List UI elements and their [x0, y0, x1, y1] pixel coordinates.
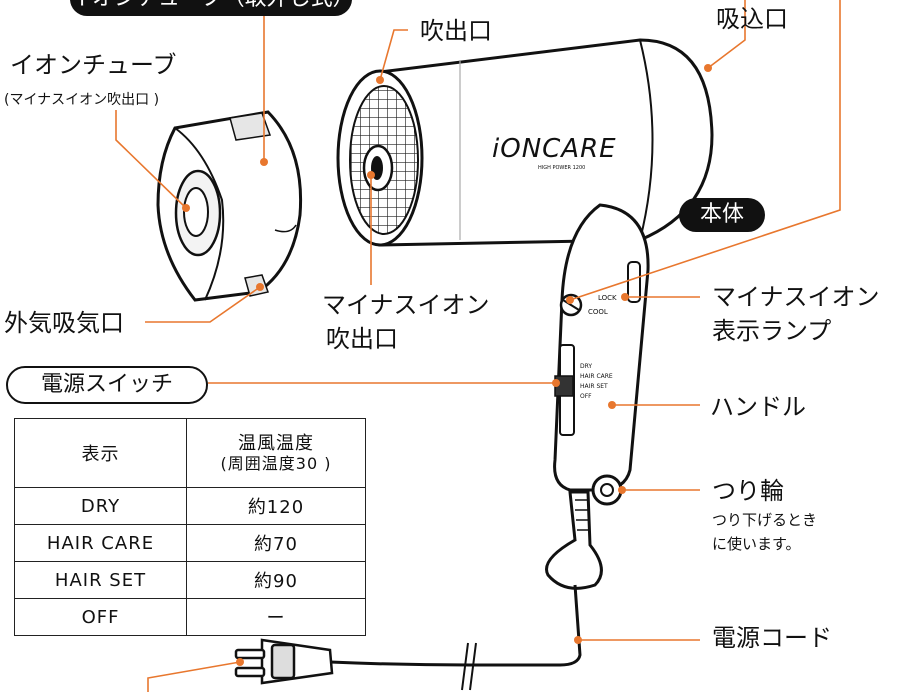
ion-tube-title-badge: イオンチューブ（取外し式） — [70, 0, 355, 16]
temp-cell: 約90 — [186, 561, 366, 599]
mode-cell: DRY — [14, 487, 187, 525]
handle-label: ハンドル — [710, 393, 806, 421]
power-cord — [329, 584, 582, 691]
temp-cell: 約70 — [186, 524, 366, 562]
brand-logo: iONCARE — [492, 134, 617, 164]
temperature-table: 表示 温風温度 (周囲温度30 ) DRY 約120 HAIR CARE 約70… — [14, 418, 366, 636]
leader-lines — [115, 0, 841, 692]
ion-tube — [156, 110, 303, 302]
mode-cell: OFF — [14, 598, 187, 636]
temp-cell: 約120 — [186, 487, 366, 525]
table-row: DRY 約120 — [14, 487, 366, 525]
leader-dots — [182, 64, 712, 666]
mode-cell: HAIR SET — [14, 561, 187, 599]
switch-lock-label: LOCK — [598, 294, 617, 302]
hanging-note-2: に使います。 — [712, 535, 801, 553]
mode-off-label: OFF — [580, 393, 592, 400]
header-temp-line-1: 温風温度 — [238, 432, 314, 454]
ion-tube-label: イオンチューブ — [10, 51, 177, 79]
power-cord-label: 電源コード — [712, 624, 832, 652]
ion-lamp-label-1: マイナスイオン — [712, 283, 880, 311]
switch-cool-label: COOL — [588, 308, 608, 316]
mode-hair-set-label: HAIR SET — [580, 383, 608, 390]
brand-subtitle: HIGH POWER 1200 — [538, 165, 586, 171]
dryer-body — [336, 38, 714, 247]
table-row: HAIR SET 約90 — [14, 561, 366, 599]
outside-air-intake-label: 外気吸気口 — [4, 309, 124, 337]
plug — [234, 638, 334, 685]
mode-dry-label: DRY — [580, 363, 593, 370]
minus-ion-outlet-label-2: 吹出口 — [326, 325, 398, 353]
ion-tube-note: (マイナスイオン吹出口 ) — [4, 92, 160, 108]
header-temperature: 温風温度 (周囲温度30 ) — [186, 418, 366, 488]
header-temp-line-2: (周囲温度30 ) — [220, 454, 332, 474]
dryer-handle — [545, 203, 650, 590]
mode-hair-care-label: HAIR CARE — [580, 373, 613, 380]
outlet-label: 吹出口 — [420, 17, 492, 45]
minus-ion-outlet-label-1: マイナスイオン — [322, 291, 490, 319]
table-row: OFF ー — [14, 598, 366, 636]
temp-cell: ー — [186, 598, 366, 636]
header-display: 表示 — [14, 418, 187, 488]
power-switch-badge: 電源スイッチ — [6, 366, 208, 404]
table-header-row: 表示 温風温度 (周囲温度30 ) — [14, 418, 366, 488]
mode-cell: HAIR CARE — [14, 524, 187, 562]
ion-lamp-label-2: 表示ランプ — [712, 317, 832, 345]
intake-label: 吸込口 — [716, 5, 788, 33]
hanging-ring-label: つり輪 — [712, 477, 784, 505]
body-badge: 本体 — [679, 198, 765, 232]
table-row: HAIR CARE 約70 — [14, 524, 366, 562]
hanging-note-1: つり下げるとき — [712, 511, 818, 529]
